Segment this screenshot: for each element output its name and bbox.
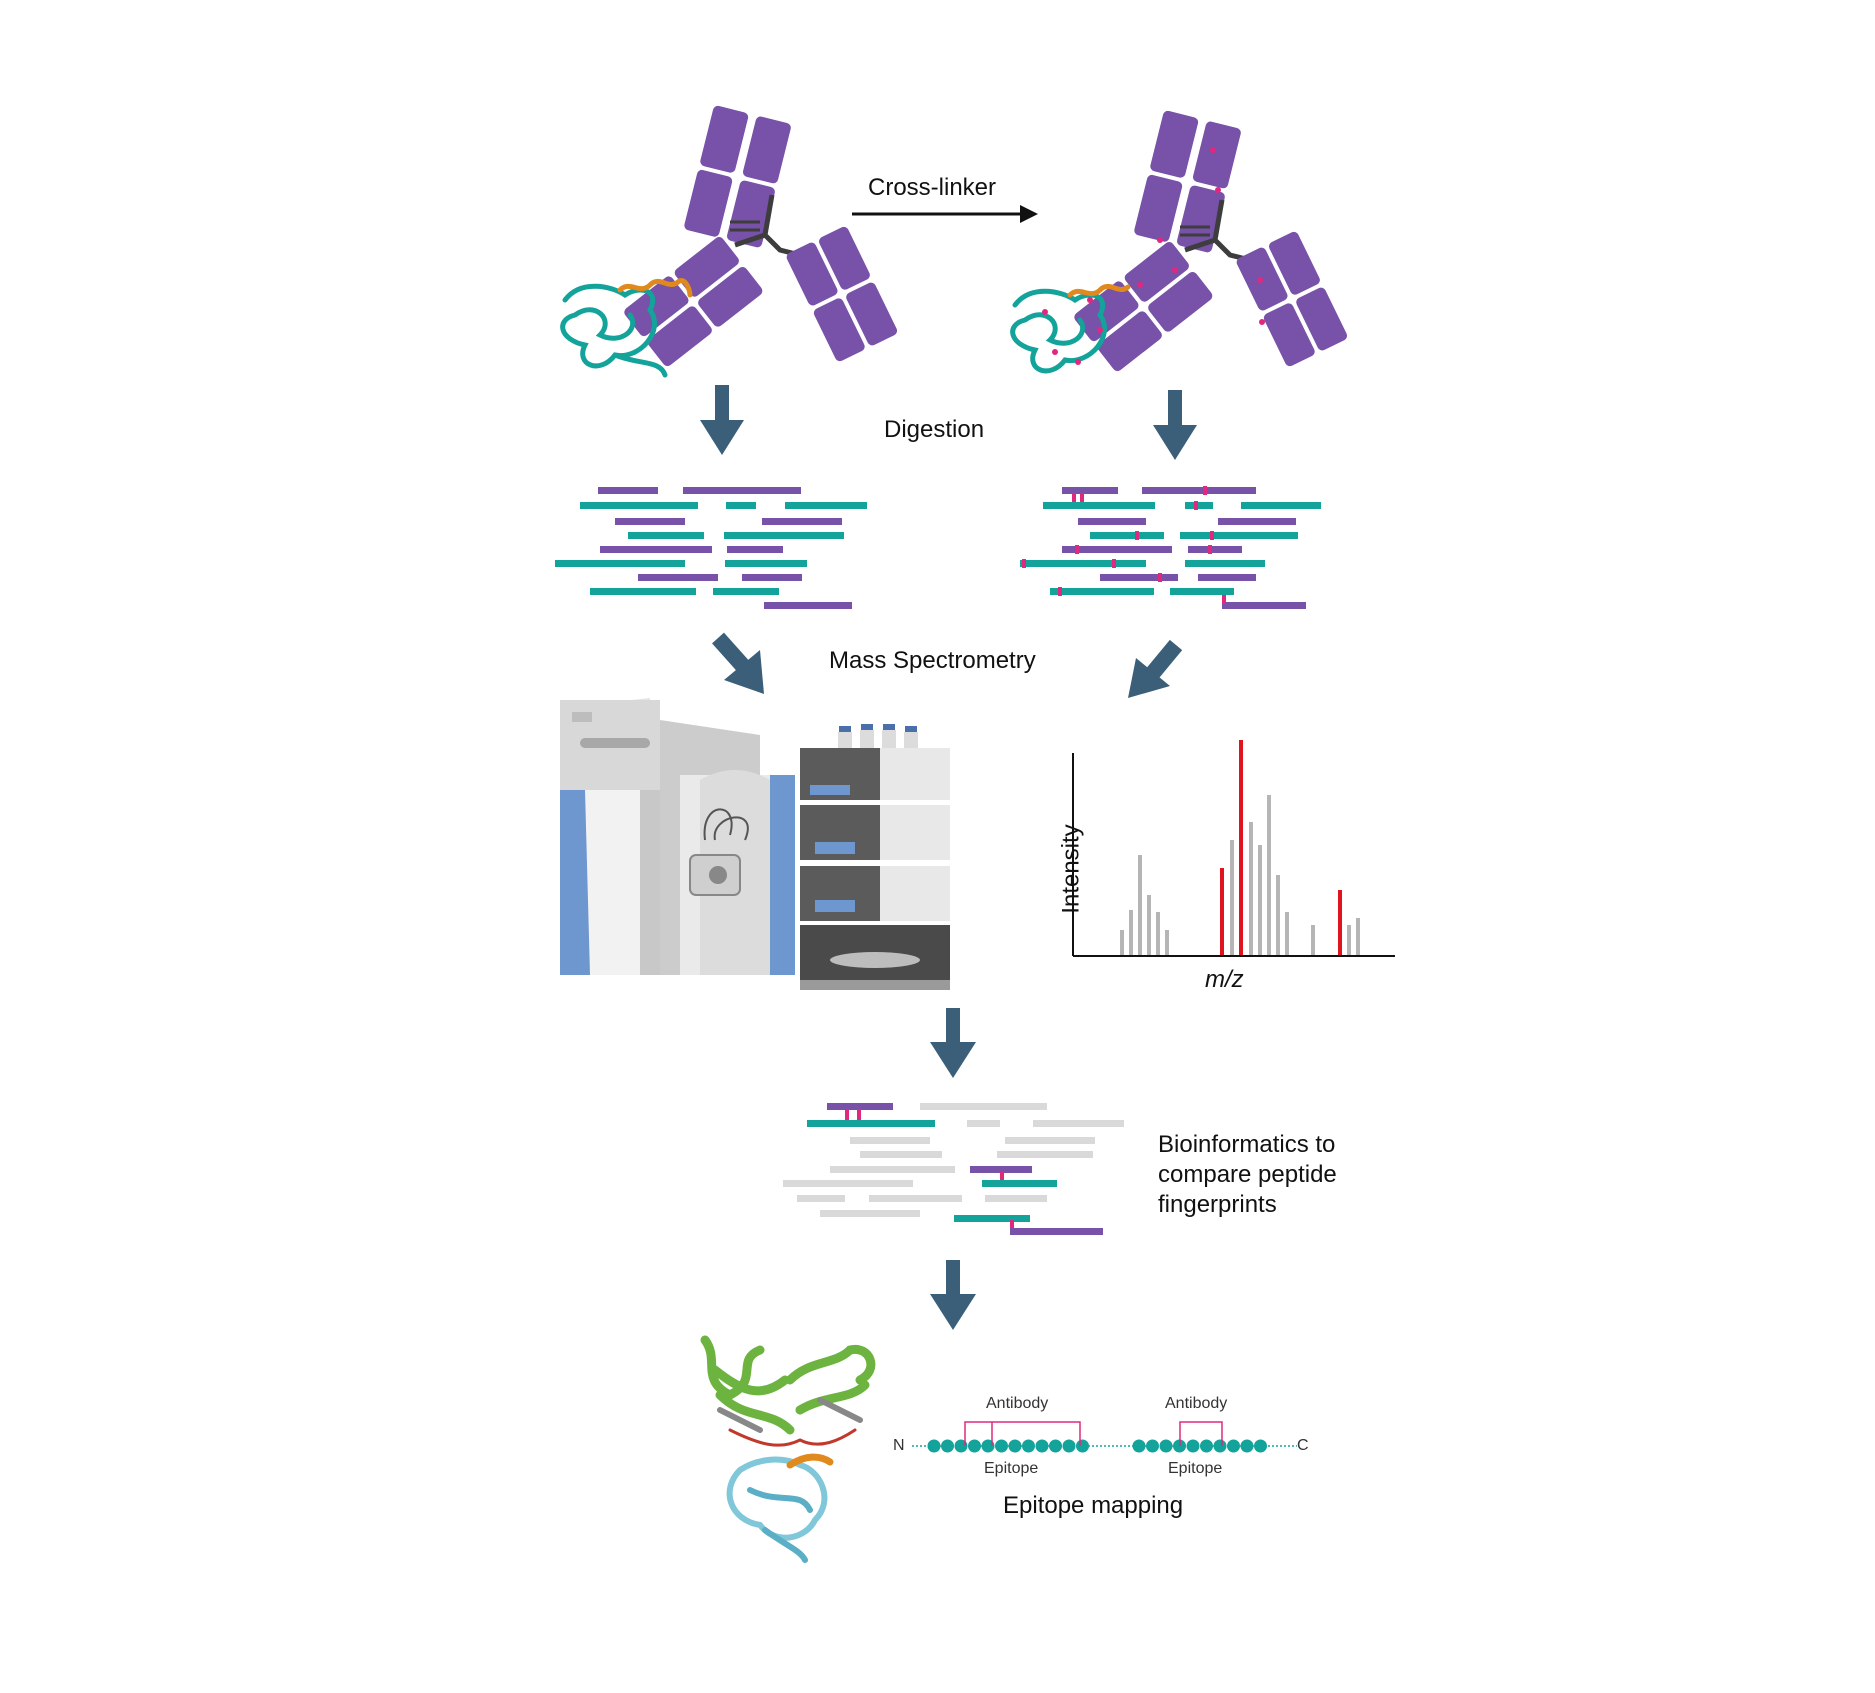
residue-bead bbox=[1062, 1439, 1076, 1453]
antibody-left bbox=[560, 105, 898, 378]
bioinformatics-label: Bioinformatics to compare peptide finger… bbox=[1158, 1131, 1337, 1218]
residue-bead bbox=[1186, 1439, 1200, 1453]
c-terminus-label: C bbox=[1297, 1437, 1309, 1454]
residue-bead bbox=[1132, 1439, 1146, 1453]
down-arrow-left-1 bbox=[700, 385, 744, 455]
crosslinker-label: Cross-linker bbox=[868, 174, 997, 201]
residue-bead bbox=[968, 1439, 981, 1453]
peptides-left bbox=[555, 487, 867, 609]
residue-bead bbox=[1022, 1439, 1035, 1453]
residue-bead bbox=[1159, 1439, 1173, 1453]
peptide-fingerprints bbox=[783, 1103, 1124, 1235]
epitope-label-2: Epitope bbox=[1168, 1460, 1223, 1477]
mass-spectrometry-label: Mass Spectrometry bbox=[829, 647, 1036, 674]
antibody-antigen-structure bbox=[700, 1335, 876, 1563]
residue-bead bbox=[1035, 1439, 1049, 1453]
residue-bead bbox=[927, 1439, 941, 1453]
crosslinker-arrow bbox=[852, 205, 1038, 223]
epitope-map bbox=[912, 1421, 1297, 1453]
antibody-bracket-1 bbox=[964, 1421, 1081, 1446]
peptides-right bbox=[1020, 486, 1321, 609]
n-terminus-label: N bbox=[893, 1437, 905, 1454]
spectrum-plot bbox=[1072, 740, 1395, 957]
antibody-label-2: Antibody bbox=[1165, 1395, 1228, 1412]
residue-bead bbox=[1146, 1439, 1159, 1453]
residue-bead bbox=[1076, 1439, 1089, 1453]
residue-bead bbox=[1049, 1439, 1062, 1453]
spectrum-x-label: m/z bbox=[1205, 966, 1244, 993]
residue-bead bbox=[1008, 1439, 1022, 1453]
residue-chain bbox=[927, 1439, 1267, 1453]
residue-bead bbox=[995, 1439, 1008, 1453]
digestion-label: Digestion bbox=[884, 416, 985, 443]
residue-bead bbox=[1240, 1439, 1254, 1453]
residue-bead bbox=[1254, 1439, 1267, 1453]
residue-bead bbox=[1227, 1439, 1240, 1453]
down-arrow-center-2 bbox=[930, 1260, 976, 1330]
residue-bead bbox=[1200, 1439, 1213, 1453]
antibody-right bbox=[1010, 110, 1348, 374]
residue-bead bbox=[941, 1439, 954, 1453]
spectrum-y-label: Intensity bbox=[1057, 824, 1085, 914]
antibody-bracket-2 bbox=[1179, 1421, 1223, 1446]
residue-bead bbox=[1213, 1439, 1227, 1453]
diagonal-arrow-left bbox=[712, 632, 764, 694]
antibody-label-1: Antibody bbox=[986, 1395, 1049, 1412]
epitope-label-1: Epitope bbox=[984, 1460, 1039, 1477]
spectrum-peaks bbox=[1120, 740, 1360, 955]
diagonal-arrow-right bbox=[1128, 639, 1183, 698]
down-arrow-right-1 bbox=[1153, 390, 1197, 460]
mass-spectrometer-illustration bbox=[560, 698, 950, 990]
epitope-mapping-label: Epitope mapping bbox=[1003, 1492, 1184, 1519]
down-arrow-center-1 bbox=[930, 1008, 976, 1078]
